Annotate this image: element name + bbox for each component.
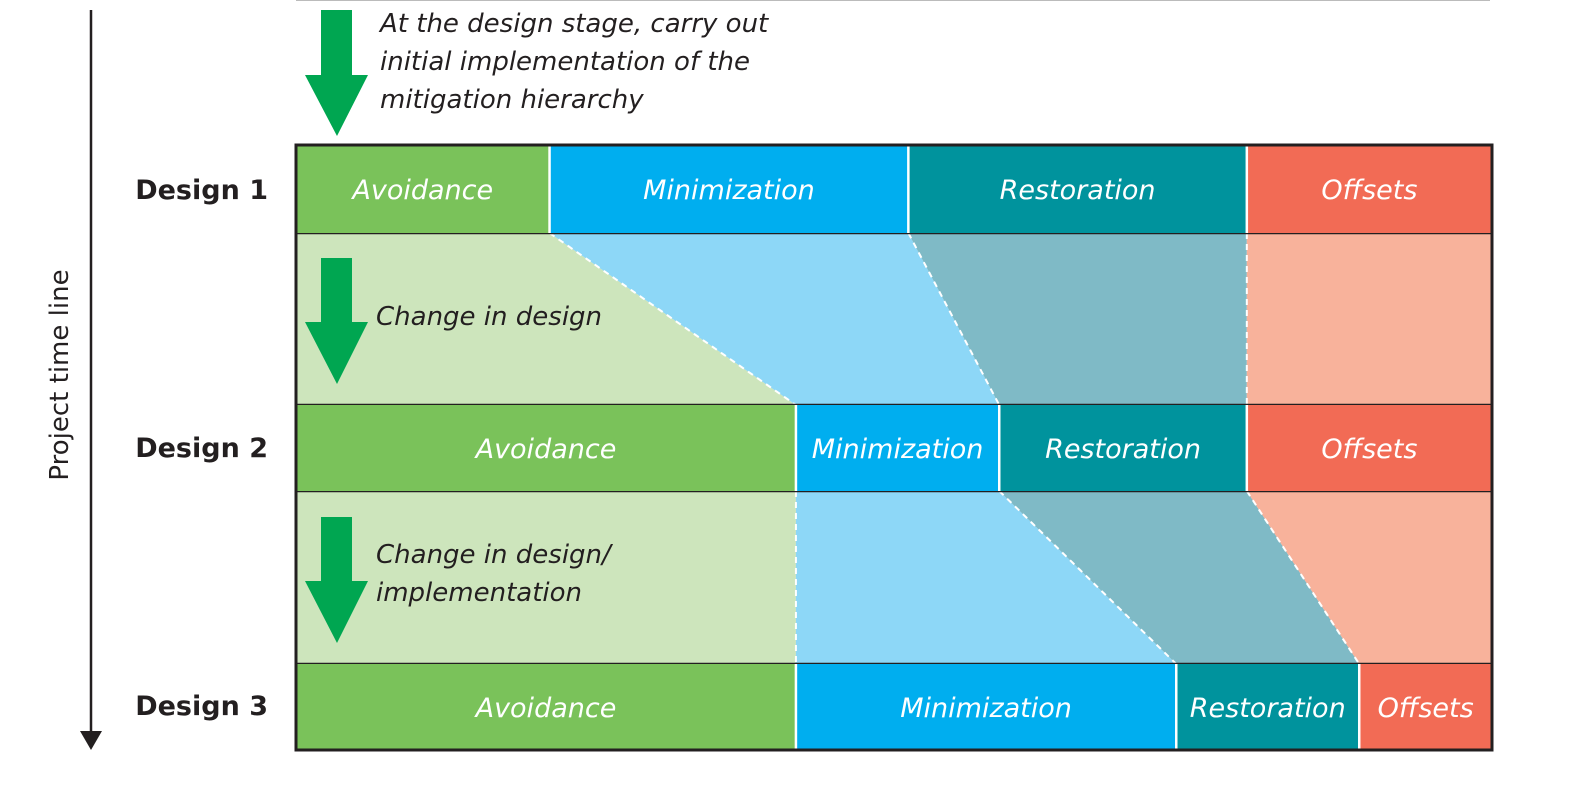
transition-boundary-line — [1245, 490, 1361, 665]
offsets-transition-zone — [1246, 233, 1492, 405]
change-arrow-icon — [305, 258, 368, 384]
offsets-segment — [1246, 145, 1492, 233]
restoration-segment — [999, 405, 1247, 491]
intro-caption-line: initial implementation of the — [380, 47, 750, 77]
offsets-segment — [1359, 664, 1492, 750]
timeline-axis: Project time line — [45, 10, 102, 750]
restoration-transition-zone — [999, 491, 1360, 664]
offsets-label: Offsets — [1321, 434, 1417, 465]
timeline-label: Project time line — [45, 269, 75, 480]
minimization-label: Minimization — [812, 434, 984, 465]
minimization-segment — [795, 405, 1000, 491]
design-2-label: Design 2 — [135, 433, 268, 464]
restoration-segment — [1176, 664, 1360, 750]
minimization-transition-zone — [549, 233, 1000, 405]
intro-caption-line: At the design stage, carry out — [378, 9, 769, 39]
design-1-label: Design 1 — [135, 175, 268, 206]
avoidance-segment — [296, 405, 796, 491]
intro-arrow-icon — [305, 10, 368, 136]
intro-caption-line: mitigation hierarchy — [380, 85, 644, 115]
minimization-label: Minimization — [643, 175, 815, 206]
restoration-label: Restoration — [1000, 175, 1156, 206]
avoidance-segment — [296, 145, 550, 233]
avoidance-label: Avoidance — [474, 693, 617, 724]
restoration-label: Restoration — [1190, 693, 1346, 724]
change-caption-1: Change in design — [376, 302, 602, 332]
change-arrow-icon — [305, 517, 368, 643]
offsets-segment — [1246, 405, 1492, 491]
avoidance-transition-zone — [296, 233, 796, 405]
avoidance-segment — [296, 664, 796, 750]
restoration-label: Restoration — [1045, 434, 1201, 465]
avoidance-transition-zone — [296, 491, 796, 664]
offsets-label: Offsets — [1321, 175, 1417, 206]
avoidance-label: Avoidance — [474, 434, 617, 465]
offsets-label: Offsets — [1378, 693, 1474, 724]
restoration-segment — [908, 145, 1247, 233]
offsets-transition-zone — [1246, 491, 1492, 664]
minimization-transition-zone — [795, 491, 1177, 664]
change-caption-line: Change in design/ — [376, 540, 614, 570]
change-caption-line: implementation — [376, 578, 582, 608]
intro-caption: At the design stage, carry out initial i… — [378, 9, 777, 115]
transition-boundary-line — [998, 490, 1177, 665]
design-3-label: Design 3 — [135, 691, 268, 722]
change-caption-2: Change in design/ implementation — [376, 540, 619, 608]
minimization-label: Minimization — [900, 693, 1072, 724]
minimization-segment — [549, 145, 909, 233]
change-caption-line: Change in design — [376, 302, 602, 332]
diagram-frame — [294, 143, 1494, 752]
transition-zones — [296, 231, 1492, 666]
minimization-segment — [795, 664, 1177, 750]
avoidance-label: Avoidance — [350, 175, 493, 206]
timeline-arrowhead — [80, 731, 102, 750]
restoration-transition-zone — [908, 233, 1247, 405]
design-row-labels: Design 1 Design 2 Design 3 — [135, 175, 268, 722]
